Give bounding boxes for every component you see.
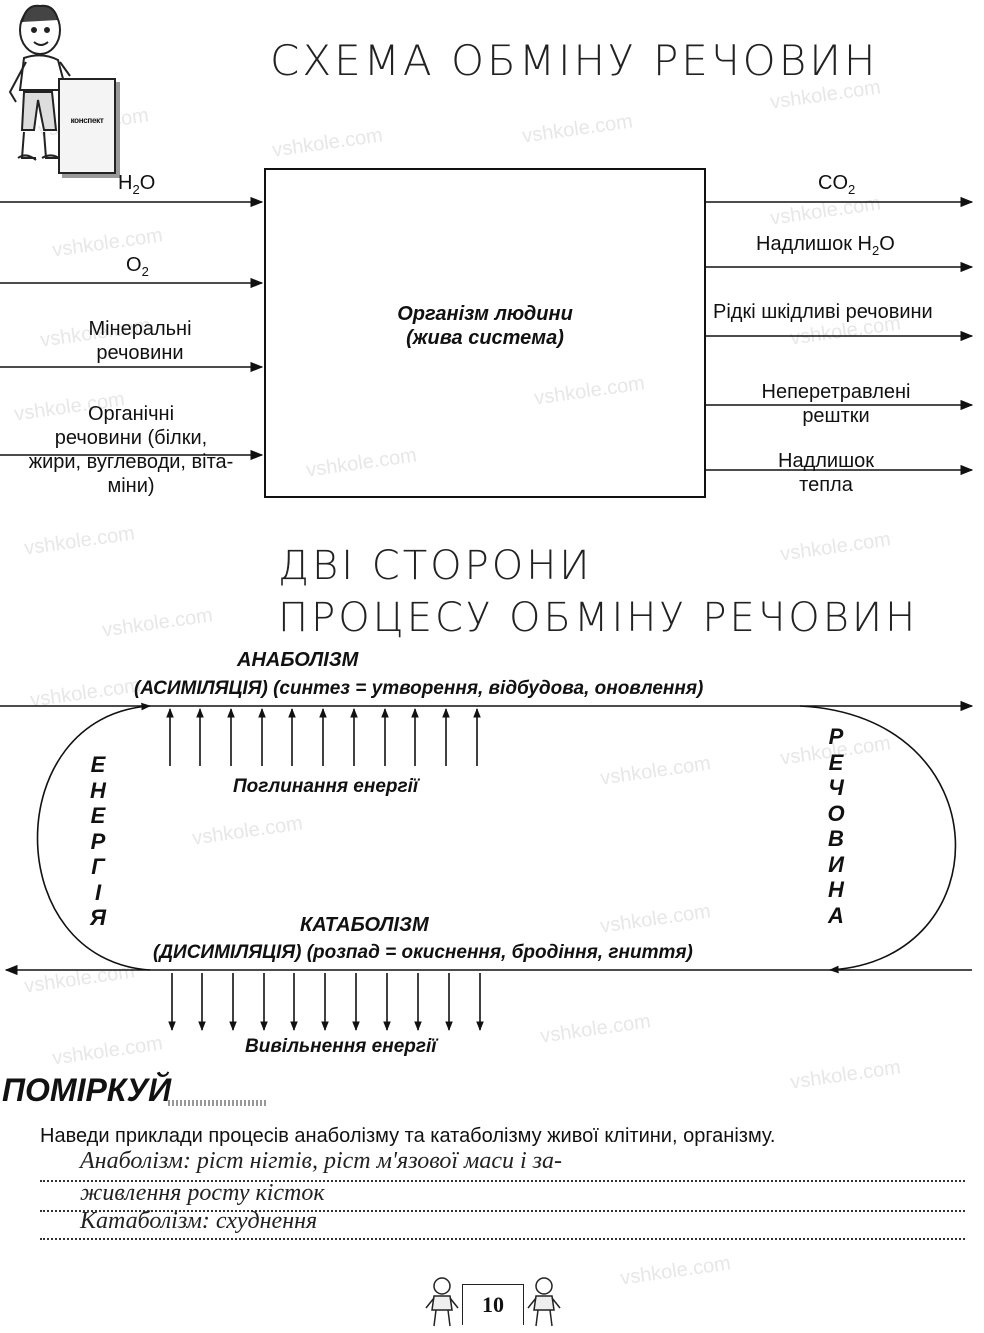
footer-mascot-right xyxy=(524,1276,564,1328)
mascot-illustration: конспект xyxy=(4,2,124,178)
anabolism-title: АНАБОЛІЗМ xyxy=(237,649,359,671)
answer-line-3 xyxy=(40,1238,965,1240)
absorption-label: Поглинання енергії xyxy=(233,776,419,797)
input-label-water: H2O xyxy=(118,172,156,197)
oval-right-curve xyxy=(799,705,957,974)
oval-left-curve xyxy=(36,702,151,971)
input-label-minerals: Мінеральні речовини xyxy=(88,318,192,364)
think-heading-underline xyxy=(168,1100,268,1106)
book-label: конспект xyxy=(70,116,104,125)
think-question: Наведи приклади процесів анаболізму та к… xyxy=(40,1125,776,1147)
output-label-undigested: Неперетравлені рештки xyxy=(761,381,911,427)
organism-label-line1: Організм людини xyxy=(397,303,573,325)
mascot-svg xyxy=(8,4,71,161)
think-heading: ПОМІРКУЙ xyxy=(2,1072,172,1108)
input-label-oxygen: O2 xyxy=(126,254,149,279)
footer-mascot-left-svg xyxy=(425,1277,459,1327)
scheme-title: СХЕМА ОБМІНУ РЕЧОВИН xyxy=(270,36,879,85)
organism-box xyxy=(264,168,706,498)
answer-line-2 xyxy=(40,1210,965,1212)
catabolism-title: КАТАБОЛІЗМ xyxy=(300,914,429,936)
answer-text-1: Анаболізм: ріст нігтів, ріст м'язової ма… xyxy=(80,1148,563,1174)
footer-mascot-right-svg xyxy=(527,1277,561,1327)
answer-text-2: живлення росту кісток xyxy=(80,1180,325,1206)
absorption-arrows xyxy=(166,708,481,766)
page-number: 10 xyxy=(462,1284,524,1325)
organism-label: Організм людини (жива система) xyxy=(264,302,706,350)
input-label-organics: Органічні речовини (білки, жири, вуглево… xyxy=(28,403,234,497)
footer-mascot-left xyxy=(422,1276,462,1328)
anabolism-subtitle: (АСИМІЛЯЦІЯ) (синтез = утворення, відбуд… xyxy=(134,678,704,699)
release-label: Вивільнення енергії xyxy=(245,1036,437,1057)
sides-title: ДВІ СТОРОНИ ПРОЦЕСУ ОБМІНУ РЕЧОВИН xyxy=(278,540,918,644)
catabolism-subtitle: (ДИСИМІЛЯЦІЯ) (розпад = окиснення, броді… xyxy=(153,942,693,963)
organism-label-line2: (жива система) xyxy=(406,327,564,349)
energy-vertical-word: Е Н Е Р Г І Я xyxy=(89,752,107,930)
answer-text-3: Катаболізм: схуднення xyxy=(80,1208,318,1234)
sides-title-line2: ПРОЦЕСУ ОБМІНУ РЕЧОВИН xyxy=(278,595,919,641)
answer-line-1 xyxy=(40,1180,965,1182)
release-arrows xyxy=(168,973,484,1031)
book-icon: конспект xyxy=(58,78,116,174)
output-label-liquid-waste: Рідкі шкідливі речовини xyxy=(713,301,933,323)
output-label-heat: Надлишок тепла xyxy=(778,450,874,496)
sides-title-line1: ДВІ СТОРОНИ xyxy=(278,543,593,589)
output-label-co2: CO2 xyxy=(818,172,856,197)
output-label-water-excess: Надлишок H2O xyxy=(756,233,895,258)
matter-vertical-word: Р Е Ч О В И Н А xyxy=(827,724,845,928)
